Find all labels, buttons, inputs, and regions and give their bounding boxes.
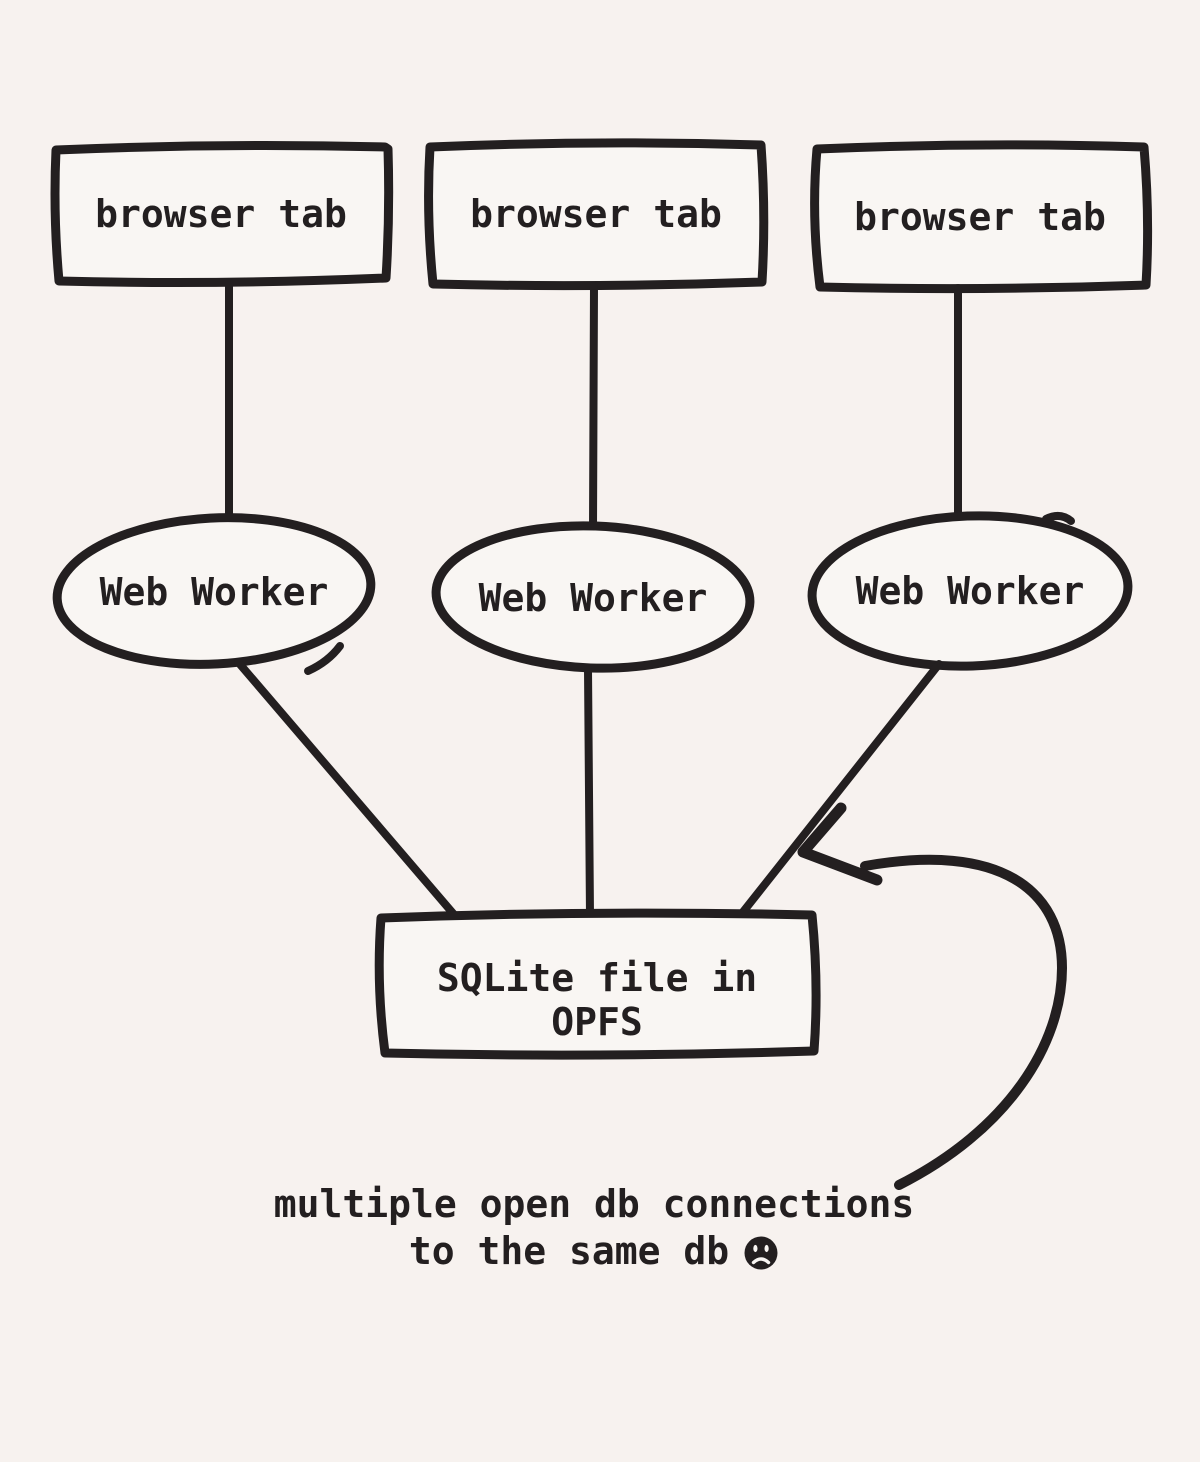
browser-tab-box-3 (810, 140, 1153, 294)
browser-tab-box-1 (50, 141, 394, 287)
web-worker-label-1: Web Worker (99, 570, 329, 614)
web-worker-label-3: Web Worker (855, 569, 1085, 613)
web-worker-ellipse-3 (807, 511, 1133, 671)
sketch-tick-worker3 (1042, 512, 1075, 525)
sqlite-db-box (374, 908, 821, 1060)
caption-line2: to the same db (0, 1228, 1188, 1275)
sketch-tick-worker1 (304, 642, 344, 675)
browser-tab-label-2: browser tab (470, 192, 722, 236)
caption: multiple open db connections to the same… (0, 1181, 1188, 1275)
connector-worker2-db (584, 665, 594, 920)
sqlite-db-label-line2: OPFS (551, 1000, 643, 1044)
frowning-face-icon (744, 1236, 778, 1269)
browser-tab-label-1: browser tab (95, 192, 347, 236)
caption-arrow (860, 854, 1067, 1190)
web-worker-ellipse-1 (52, 513, 376, 669)
browser-tab-label-3: browser tab (854, 195, 1106, 239)
browser-tab-box-2 (424, 138, 769, 291)
connector-tab2-worker2 (589, 282, 598, 533)
sqlite-db-label: SQLite file in OPFS (437, 956, 757, 1044)
web-worker-label-2: Web Worker (478, 576, 708, 620)
sqlite-db-label-line1: SQLite file in (436, 956, 758, 1000)
caption-arrow-head (797, 802, 883, 886)
caption-line2-text: to the same db (408, 1229, 730, 1273)
caption-line1: multiple open db connections (273, 1182, 915, 1226)
connector-worker1-db (234, 658, 461, 922)
connector-worker3-db (735, 660, 943, 921)
